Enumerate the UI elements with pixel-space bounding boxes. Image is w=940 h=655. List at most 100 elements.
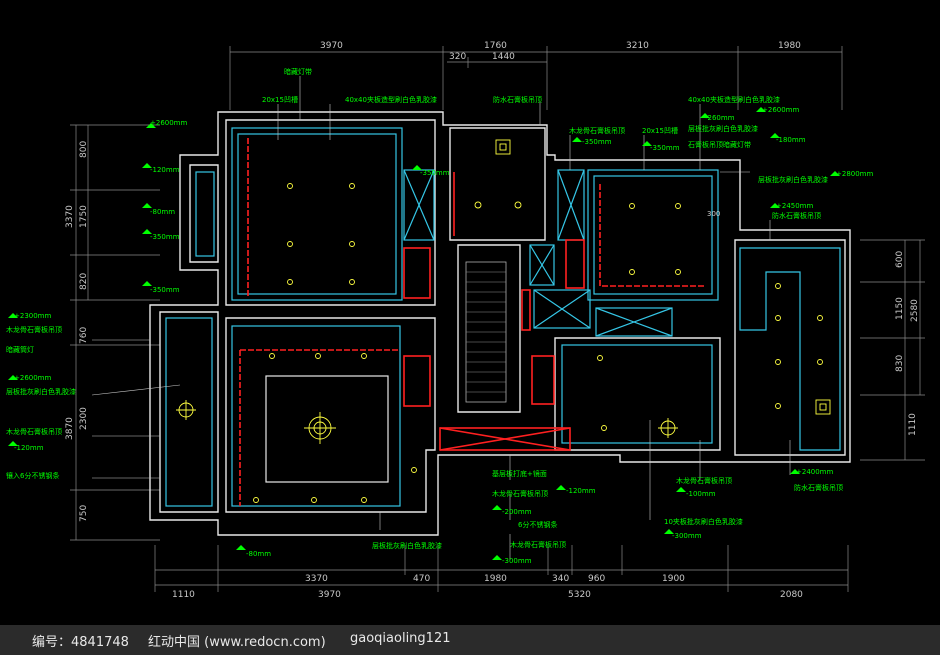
downlight [675,203,681,209]
ceiling-outlines [165,127,841,507]
level-marker: +2600mm [756,106,799,114]
downlight [629,203,635,209]
downlight [629,269,635,275]
level-marker: +2400mm [790,468,833,476]
image-id-label: 编号：4841748 [32,635,129,650]
dim-top-3970: 3970 [320,41,343,51]
svg-text:+2450mm: +2450mm [776,202,813,210]
svg-text:+2800mm: +2800mm [836,170,873,178]
dim-bottom-960: 960 [588,574,605,584]
downlight [514,201,522,209]
downlight [675,269,681,275]
downlight [775,315,781,321]
svg-text:-120mm: -120mm [14,444,44,452]
level-marker: -260mm [700,113,735,122]
note-layer-board-paint: 层板批灰刷白色乳胶漆 [758,175,828,184]
dim-bottom-1900: 1900 [662,574,685,584]
svg-text:-180mm: -180mm [776,136,806,144]
svg-text:+2600mm: +2600mm [762,106,799,114]
dim-right-1150: 1150 [895,297,905,320]
note-wood-keel-ceiling: 木龙骨石膏板吊顶 [569,126,625,135]
site-link[interactable]: 红动中国 (www.redocn.com) [148,635,326,650]
note-base-board-mirror: 基层板打底+镜面 [492,469,547,478]
chandelier-icon [304,412,336,444]
dim-right-1110: 1110 [908,413,918,436]
downlight [597,355,603,361]
dim-top-320: 320 [449,52,466,62]
level-marker: +2300mm [8,312,51,320]
note-wood-keel-ceiling: 木龙骨石膏板吊顶 [6,427,62,436]
dim-left-3870: 3870 [65,417,75,440]
level-marker: +2600mm [146,119,187,128]
svg-text:-120mm: -120mm [150,166,180,174]
note-waterproof-ceiling: 防水石膏板吊顶 [772,211,821,220]
dim-top-1760: 1760 [484,41,507,51]
dim-bottom-1980: 1980 [484,574,507,584]
svg-text:-300mm: -300mm [672,532,702,540]
svg-text:-100mm: -100mm [686,490,716,498]
downlight [601,425,607,431]
svg-text:-260mm: -260mm [705,114,735,122]
downlight [287,183,293,189]
downlight [775,403,781,409]
note-wood-keel-ceiling: 木龙骨石膏板吊顶 [676,476,732,485]
level-marker: -300mm [492,555,532,565]
dim-right-600: 600 [895,251,905,268]
note-wood-keel-ceiling: 木龙骨石膏板吊顶 [6,325,62,334]
watermark-footer: 编号：4841748 红动中国 (www.redocn.com) gaoqiao… [0,625,940,655]
note-steel-strip-6: 6分不锈钢条 [518,520,557,529]
downlight [411,467,417,473]
downlight [287,279,293,285]
downlight [269,353,275,359]
dim-bottom-1110: 1110 [172,590,195,600]
level-marker: -200mm [492,505,532,516]
downlight [349,279,355,285]
note-wood-keel-ceiling: 木龙骨石膏板吊顶 [492,489,548,498]
level-marker: -350mm [412,165,450,177]
annotations: 暗藏灯带 20x15凹槽 40x40夹板造型刷白色乳胶漆 防水石膏板吊顶 木龙骨… [6,67,843,550]
dim-300: 300 [707,210,720,218]
red-elements [239,138,706,506]
downlight [474,201,482,209]
dim-left-800: 800 [79,141,89,158]
note-layer-board-paint: 层板批灰刷白色乳胶漆 [688,124,758,133]
dim-left-2300: 2300 [79,407,89,430]
downlight [311,497,317,503]
counter-hatch [265,261,507,483]
downlight [775,283,781,289]
top-dimension-chain: 3970 1760 320 1440 3210 1980 [229,41,843,110]
svg-text:+2600mm: +2600mm [150,119,187,127]
level-marker: -120mm [8,441,44,452]
note-hidden-downlight: 暗藏筒灯 [6,345,34,354]
author-name: gaoqiaoling121 [350,631,451,646]
level-marker: -80mm [142,203,175,216]
dim-bottom-470: 470 [413,574,430,584]
level-marker: -300mm [664,529,702,540]
level-marker: -350mm [572,137,612,146]
downlight [287,241,293,247]
svg-text:-300mm: -300mm [502,557,532,565]
dim-bottom-5320: 5320 [568,590,591,600]
note-waterproof-ceiling: 防水石膏板吊顶 [493,95,542,104]
ceiling-lamp-icon [176,400,196,420]
dim-left-760: 760 [79,327,89,344]
downlight [817,315,823,321]
downlight [361,353,367,359]
dim-bottom-3370: 3370 [305,574,328,584]
downlight [361,497,367,503]
level-marker: -180mm [770,133,806,144]
ceiling-lights [176,139,831,503]
level-marker: -80mm [236,545,271,558]
dim-right-830: 830 [895,355,905,372]
note-plywood-10-paint: 10夹板批灰刷白色乳胶漆 [664,517,743,526]
svg-text:-120mm: -120mm [566,487,596,495]
dim-left-3370: 3370 [65,205,75,228]
level-marker: +2800mm [830,170,873,178]
dim-bottom-2080: 2080 [780,590,803,600]
note-groove: 20x15凹槽 [642,126,678,135]
downlight [253,497,259,503]
downlight [349,241,355,247]
svg-text:-350mm: -350mm [582,138,612,146]
level-marker: +2450mm [770,202,813,210]
dim-top-3210: 3210 [626,41,649,51]
